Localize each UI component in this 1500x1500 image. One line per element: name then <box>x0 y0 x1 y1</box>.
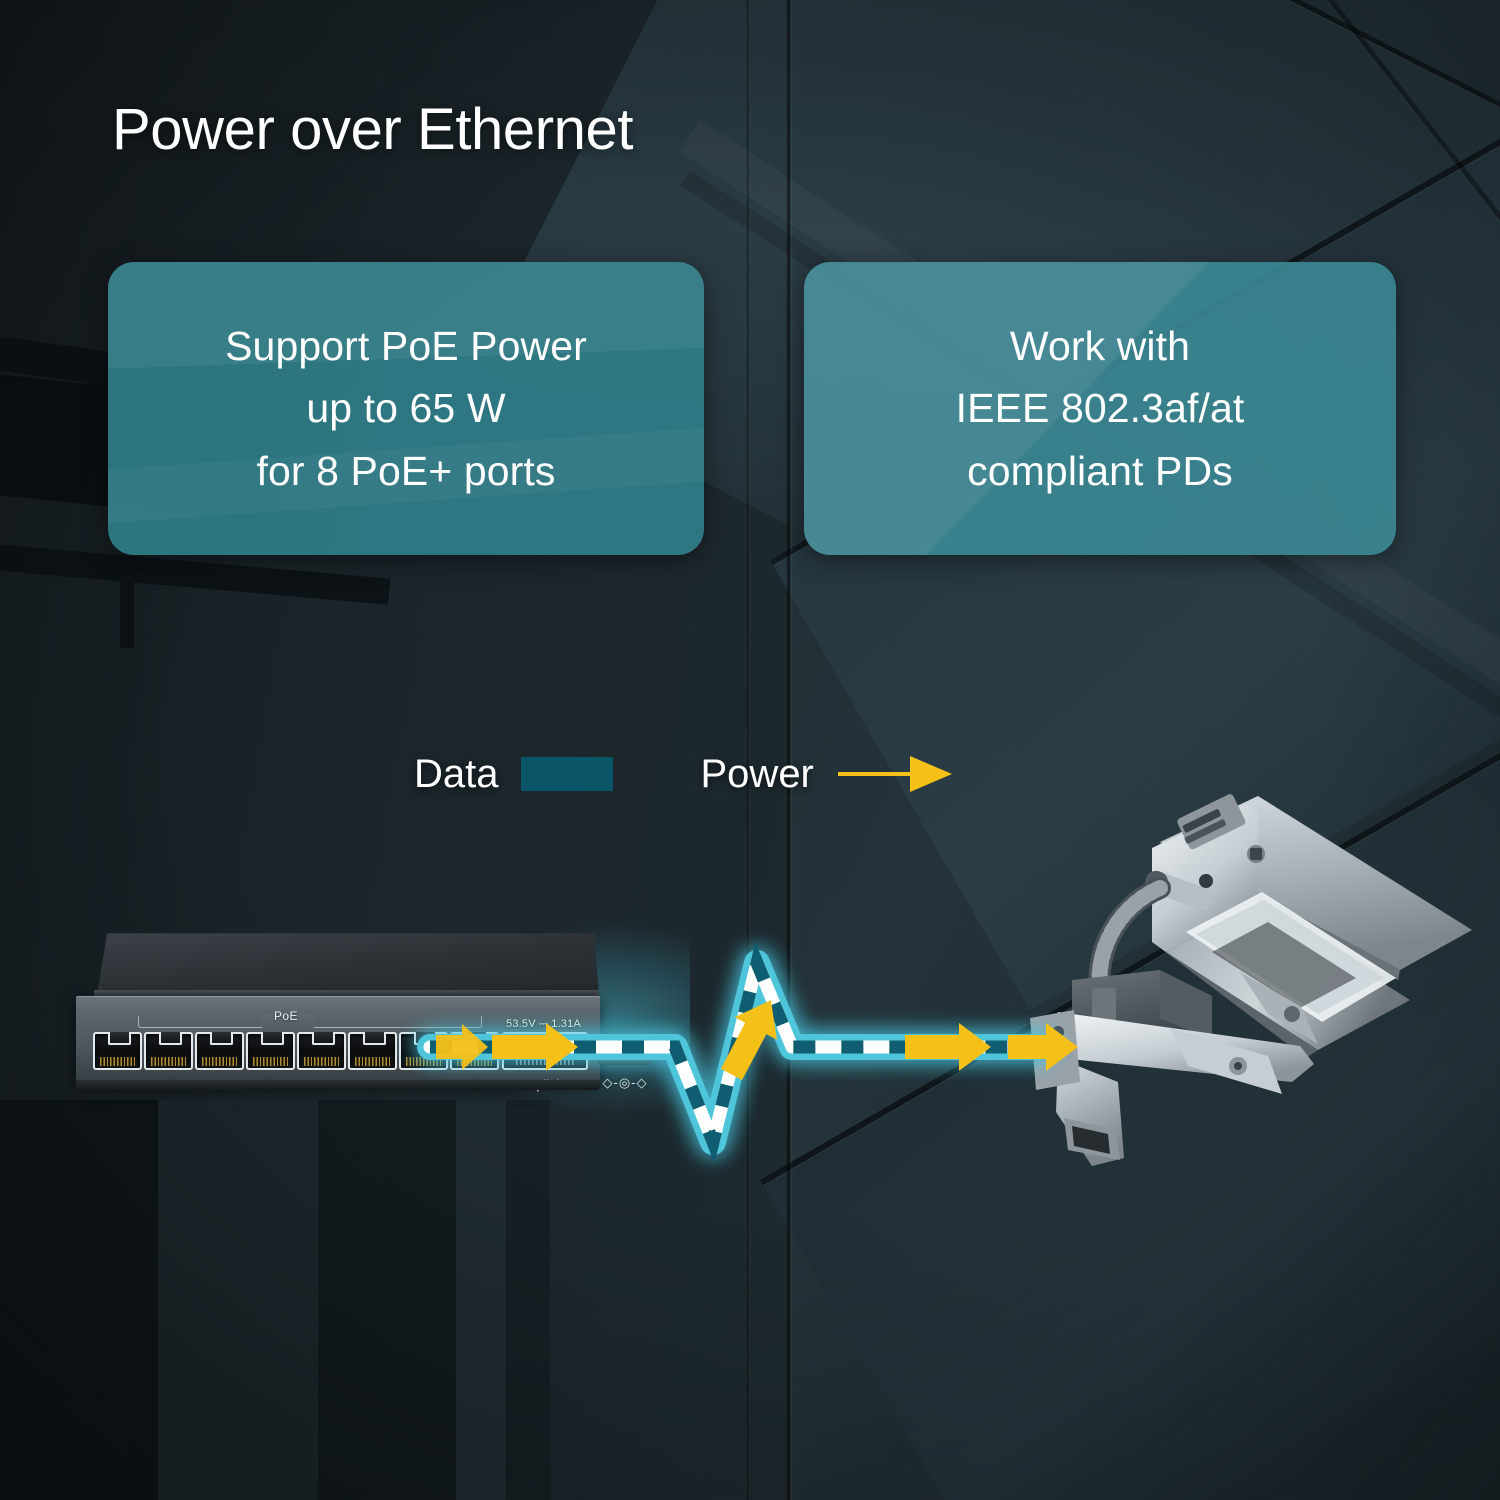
switch-front-panel: PoE 8 7 6 5 <box>76 996 652 1092</box>
switch-chassis-top <box>97 933 599 994</box>
dc-socket-icon <box>598 1035 652 1065</box>
feature-left-line-3: for 8 PoE+ ports <box>256 447 556 494</box>
rj45-jack-icon <box>93 1032 142 1070</box>
switch-dc-power-socket[interactable]: ◇-◎-◇ <box>596 1032 654 1092</box>
uplink-jack-icon <box>502 1032 588 1070</box>
legend-power-arrow-icon <box>837 756 952 792</box>
rj45-jack-icon <box>399 1032 448 1070</box>
feature-right-line-3: compliant PDs <box>967 447 1233 494</box>
poe-label-backdrop <box>262 1014 314 1028</box>
feature-card-poe-power-budget: Support PoE Power up to 65 W for 8 PoE+ … <box>108 262 704 555</box>
switch-power-rating-label: 53.5V ⎓ 1.31A <box>506 1018 581 1030</box>
switch-port-8[interactable]: 8 <box>93 1032 142 1092</box>
switch-port-4[interactable]: 4 <box>297 1032 346 1092</box>
feature-right-line-2: IEEE 802.3af/at <box>955 385 1245 432</box>
rj45-jack-icon <box>348 1032 397 1070</box>
feature-left-line-1: Support PoE Power <box>225 323 587 370</box>
camera-rear-cap <box>1177 794 1265 863</box>
switch-port-3[interactable]: 3 <box>348 1032 397 1092</box>
rj45-jack-icon <box>246 1032 295 1070</box>
switch-chassis-base <box>76 1080 600 1090</box>
feature-card-right-text: Work with IEEE 802.3af/at compliant PDs <box>938 315 1263 502</box>
network-switch-device: PoE 8 7 6 5 <box>68 932 652 1092</box>
feature-card-poe-standards: Work with IEEE 802.3af/at compliant PDs <box>804 262 1396 555</box>
camera-wall-plate <box>1030 1010 1080 1090</box>
legend-data-swatch-icon <box>520 757 613 791</box>
rj45-jack-icon <box>195 1032 244 1070</box>
camera-mounting-bracket <box>1056 972 1318 1166</box>
switch-port-5[interactable]: 5 <box>246 1032 295 1092</box>
rj45-jack-icon <box>144 1032 193 1070</box>
poe-group-label: PoE <box>274 1009 298 1023</box>
page-title: Power over Ethernet <box>112 97 634 162</box>
rj45-jack-icon <box>450 1032 499 1070</box>
legend-data-label: Data <box>414 751 499 796</box>
dc-polarity-symbol: ◇-◎-◇ <box>602 1075 648 1090</box>
feature-left-line-2: up to 65 W <box>306 385 506 432</box>
legend-power-label: Power <box>700 751 814 796</box>
rj45-jack-icon <box>297 1032 346 1070</box>
legend: Data Power <box>414 748 956 800</box>
feature-card-left-text: Support PoE Power up to 65 W for 8 PoE+ … <box>207 315 605 502</box>
switch-chassis-bevel <box>94 990 599 998</box>
feature-right-line-1: Work with <box>1009 323 1191 370</box>
security-camera-device <box>1030 794 1472 1166</box>
